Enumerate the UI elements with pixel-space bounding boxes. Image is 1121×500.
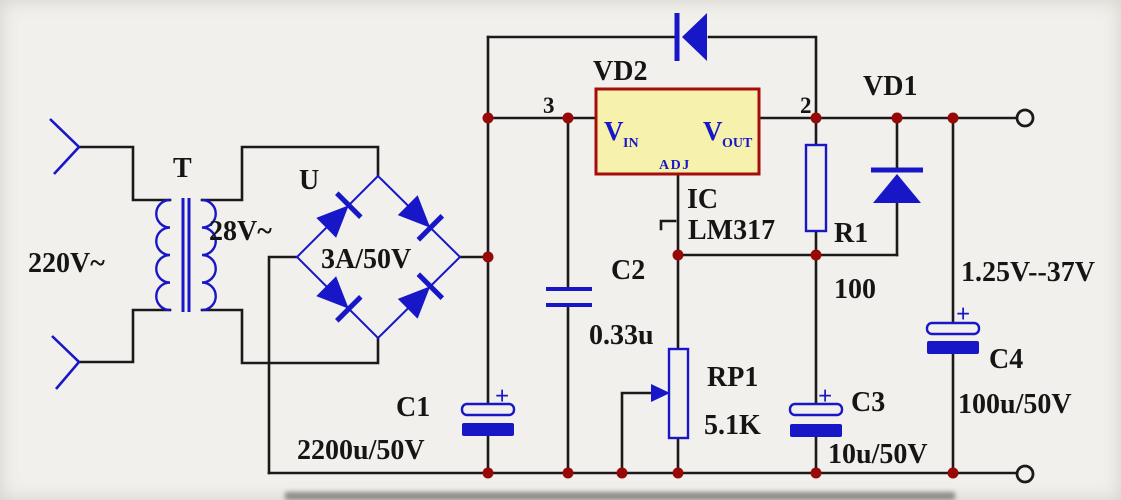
junction-dot xyxy=(562,112,574,124)
bridge-diode-icon xyxy=(316,276,349,309)
junction-dot xyxy=(810,249,822,261)
c4-top-plate xyxy=(925,321,981,336)
c4-plus-sign: + xyxy=(956,301,970,328)
output-range-label: 1.25V--37V xyxy=(961,257,1095,288)
vout-pin-sub-label: OUT xyxy=(722,136,753,151)
ic-lm317: V IN V OUT ADJ xyxy=(594,87,761,231)
c2-name-label: C2 xyxy=(611,255,645,286)
junction-dot xyxy=(482,251,494,263)
pin3-label: 3 xyxy=(543,93,555,118)
c3-top-plate xyxy=(788,402,844,417)
junction-dot xyxy=(482,467,494,479)
potentiometer-rp1 xyxy=(651,347,690,440)
pin2-label: 2 xyxy=(800,93,812,118)
ic-label-leader-line xyxy=(659,219,677,231)
output-positive-terminal xyxy=(1015,108,1035,128)
c1-top-plate xyxy=(460,402,516,417)
vout-pin-label: V xyxy=(703,116,723,146)
wire xyxy=(77,308,172,364)
bridge-diode-bar xyxy=(335,295,363,323)
c2-value-label: 0.33u xyxy=(589,320,654,351)
transformer xyxy=(155,198,217,312)
junction-dot xyxy=(947,467,959,479)
wire xyxy=(200,308,380,365)
capacitor-c1: + xyxy=(460,383,516,436)
c4-name-label: C4 xyxy=(989,344,1023,375)
diode-vd1 xyxy=(871,167,923,203)
c3-bottom-plate xyxy=(790,424,842,437)
wire xyxy=(77,145,172,202)
c4-value-label: 100u/50V xyxy=(958,389,1072,420)
junction-dot xyxy=(562,467,574,479)
junction-dot xyxy=(482,112,494,124)
secondary-winding xyxy=(201,198,217,312)
wires xyxy=(77,35,1019,475)
bridge-diode-icon xyxy=(397,286,431,319)
wire xyxy=(267,255,299,475)
ic-part-label: LM317 xyxy=(688,215,775,246)
c3-name-label: C3 xyxy=(851,387,885,418)
bottom-smudge xyxy=(285,492,955,500)
wire xyxy=(620,391,656,475)
bridge-rating-label: 3A/50V xyxy=(321,244,411,275)
junction-dot xyxy=(672,467,684,479)
bridge-diode-icon xyxy=(316,205,349,238)
input-voltage-label: 220V~ xyxy=(28,248,105,279)
vd2-triangle-icon xyxy=(682,13,707,61)
capacitor-c3: + xyxy=(788,383,844,437)
junction-dot xyxy=(616,467,628,479)
input-arrow-bottom-icon xyxy=(51,335,81,390)
bridge-diode-icon xyxy=(397,195,431,228)
c1-name-label: C1 xyxy=(396,392,430,423)
rp1-name-label: RP1 xyxy=(707,362,758,393)
junction-dot xyxy=(672,249,684,261)
transformer-label: T xyxy=(173,153,192,184)
output-negative-terminal xyxy=(1015,464,1035,484)
junction-dot xyxy=(947,112,959,124)
junction-dots xyxy=(482,112,959,479)
vd1-label: VD1 xyxy=(863,71,917,102)
junction-dot xyxy=(810,112,822,124)
diode-vd2 xyxy=(674,13,707,61)
adj-pin-label: ADJ xyxy=(659,158,691,173)
wire xyxy=(200,145,380,202)
wire xyxy=(707,35,818,120)
rp1-value-label: 5.1K xyxy=(704,410,761,441)
text-labels: 220V~ T 28V~ U 3A/50V VD2 VD1 3 2 IC LM3… xyxy=(28,56,1095,470)
input-arrow-top-icon xyxy=(49,118,81,175)
dc-output-terminals xyxy=(1015,108,1035,484)
resistor-r1 xyxy=(804,143,828,233)
c1-value-label: 2200u/50V xyxy=(297,435,425,466)
bridge-rectifier xyxy=(295,174,462,340)
vin-pin-sub-label: IN xyxy=(623,136,639,151)
r1-body xyxy=(804,143,828,233)
capacitor-c4: + xyxy=(925,301,981,354)
vin-pin-label: V xyxy=(604,116,624,146)
c1-plus-sign: + xyxy=(495,383,509,410)
vd2-label: VD2 xyxy=(593,56,647,87)
r1-name-label: R1 xyxy=(834,218,868,249)
c3-value-label: 10u/50V xyxy=(828,439,928,470)
secondary-voltage-label: 28V~ xyxy=(209,216,272,247)
junction-dot xyxy=(891,112,903,124)
ac-input-terminals xyxy=(49,118,81,390)
rp1-body xyxy=(667,347,690,440)
c1-bottom-plate xyxy=(462,423,514,436)
c3-plus-sign: + xyxy=(818,383,832,410)
ic-designator-label: IC xyxy=(687,184,718,215)
junction-dot xyxy=(810,467,822,479)
capacitor-c2 xyxy=(546,287,592,307)
bridge-diamond xyxy=(295,174,462,340)
c4-bottom-plate xyxy=(927,341,979,354)
bridge-name-label: U xyxy=(299,165,319,196)
r1-value-label: 100 xyxy=(834,274,876,305)
bridge-diode-bar xyxy=(335,191,363,219)
vd1-triangle-icon xyxy=(873,174,921,203)
bridge-diode-bar xyxy=(416,214,445,242)
ic-body xyxy=(594,87,761,176)
rp1-wiper-arrow-icon xyxy=(651,384,670,402)
bridge-diode-bar xyxy=(416,272,445,300)
primary-winding xyxy=(155,198,171,312)
